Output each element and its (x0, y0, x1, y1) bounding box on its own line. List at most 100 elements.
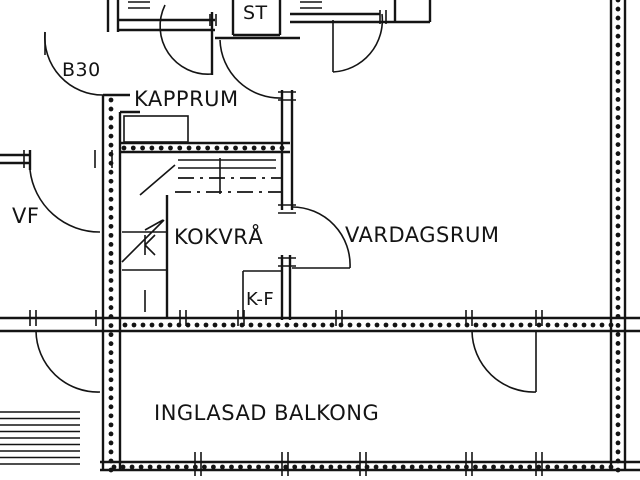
wall-dot (615, 106, 621, 111)
wall-dot (108, 449, 114, 455)
wall-dot (615, 422, 621, 428)
wall-dot (615, 97, 621, 102)
wall-dot (221, 322, 227, 328)
wall-dot (256, 464, 261, 470)
wall-dot (615, 33, 621, 39)
wall-dot (147, 464, 153, 470)
wall-dot (108, 359, 114, 365)
wall-dot (108, 142, 114, 148)
wall-dot (167, 322, 173, 328)
wall-dot (615, 78, 621, 84)
wall-dot (590, 322, 596, 328)
wall-dot (355, 464, 361, 470)
wall-dot (615, 196, 621, 202)
wall-dot (108, 133, 114, 139)
wall-dot (108, 377, 114, 383)
wall-dot (518, 322, 524, 328)
wall-dot (108, 287, 114, 292)
wall-dot (156, 464, 162, 470)
wall-dot (346, 464, 352, 470)
wall-dot (284, 322, 290, 328)
wall-dot (455, 322, 461, 328)
wall-dot (165, 464, 171, 470)
wall-dot (615, 160, 621, 166)
wall-dot (186, 145, 192, 151)
wall-dot (283, 464, 289, 470)
wall-dot (220, 464, 225, 470)
room-label-vf: VF (12, 204, 39, 228)
wall-dot (311, 322, 317, 328)
wall-dot (122, 322, 128, 328)
wall-dot (615, 169, 621, 175)
wall-dot (274, 464, 280, 470)
wall-dot (108, 350, 114, 356)
wall-dot (108, 260, 114, 265)
wall-dot (615, 6, 621, 12)
wall-dot (615, 368, 621, 373)
wall-dot (615, 187, 621, 193)
wall-dot (108, 106, 114, 112)
wall-dot (400, 464, 406, 470)
wall-dot (211, 464, 216, 470)
wall-dot (615, 277, 621, 283)
room-label-b30: B30 (62, 59, 101, 81)
wall-dot (214, 145, 220, 151)
wall-dot (183, 464, 189, 470)
wall-dot (108, 278, 114, 283)
wall-dot (108, 323, 114, 329)
wall-dot (599, 464, 605, 470)
wall-dot (329, 322, 335, 328)
doors (29, 4, 537, 393)
wall-dot (482, 322, 488, 328)
wall-dot (615, 133, 621, 138)
wall-dot (436, 464, 442, 470)
wall-dot (108, 404, 114, 410)
wall-dot (292, 464, 298, 470)
wall-dot (248, 322, 254, 328)
wall-dot (347, 322, 353, 328)
wall-dot (238, 464, 243, 470)
wall-dot (615, 404, 621, 410)
wall-dot (108, 232, 114, 238)
wall-dot (270, 145, 276, 151)
wall-dot (158, 322, 164, 328)
wall-dot (205, 145, 211, 151)
wall-dot (581, 322, 587, 328)
wall-dot (108, 386, 114, 392)
wall-dot (108, 169, 114, 175)
wall-dot (427, 464, 433, 470)
wall-dot (108, 223, 114, 229)
wall-dot (615, 142, 621, 148)
wall-dot (131, 322, 137, 328)
wall-dot (265, 464, 271, 470)
wall-dot (108, 97, 114, 103)
wall-dot (527, 322, 533, 328)
wall-dot (140, 145, 145, 151)
wall-dot (536, 322, 542, 328)
wall-dot (138, 464, 144, 470)
wall-dot (261, 145, 266, 151)
wall-dot (615, 359, 621, 364)
wall-dot (615, 87, 621, 93)
wall-dot (130, 145, 136, 151)
wall-dot (212, 322, 218, 328)
wall-dot (615, 250, 621, 256)
wall-dot (615, 440, 621, 446)
wall-dot (437, 322, 443, 328)
wall-dot (491, 322, 497, 328)
wall-dot (615, 0, 621, 3)
wall-dot (615, 151, 621, 157)
wall-dot (482, 464, 487, 470)
wall-dot (615, 232, 621, 238)
room-label-balkong: INGLASAD BALKONG (154, 401, 379, 425)
wall-dot (194, 322, 200, 328)
wall-dot (247, 464, 252, 470)
wall-dot (599, 322, 605, 328)
wall-dot (500, 322, 506, 328)
room-label-kapprum: KAPPRUM (134, 87, 239, 111)
wall-dot (473, 464, 478, 470)
wall-dot (108, 115, 114, 121)
wall-dot (174, 464, 180, 470)
wall-dot (108, 196, 114, 202)
wall-dot (301, 464, 307, 470)
